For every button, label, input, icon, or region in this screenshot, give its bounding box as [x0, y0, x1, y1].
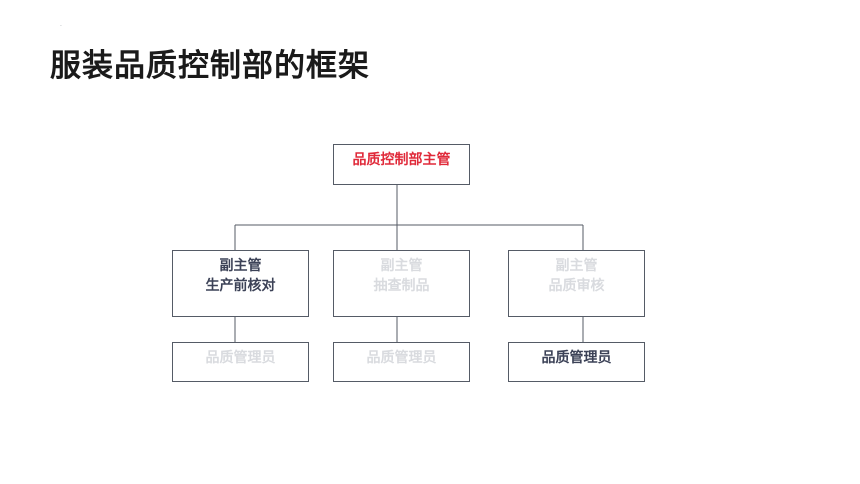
org-node-manager-3: 品质管理员 — [508, 342, 645, 382]
org-node-deputy-2: 副主管 抽查制品 — [333, 250, 470, 317]
page-title: 服装品质控制部的框架 — [50, 48, 370, 84]
corner-mark: . — [60, 21, 62, 28]
org-node-deputy-3-role: 品质审核 — [548, 278, 605, 294]
org-node-deputy-2-title: 副主管 — [380, 258, 423, 274]
org-node-deputy-1-title: 副主管 — [219, 258, 262, 274]
org-node-manager-3-label: 品质管理员 — [541, 350, 612, 366]
org-node-deputy-3: 副主管 品质审核 — [508, 250, 645, 317]
org-node-manager-2: 品质管理员 — [333, 342, 470, 382]
org-node-root-label: 品质控制部主管 — [352, 152, 451, 168]
org-node-deputy-3-title: 副主管 — [555, 258, 598, 274]
org-node-manager-1-label: 品质管理员 — [205, 350, 276, 366]
org-node-deputy-1: 副主管 生产前核对 — [172, 250, 309, 317]
org-node-deputy-1-role: 生产前核对 — [205, 278, 276, 294]
org-node-manager-2-label: 品质管理员 — [366, 350, 437, 366]
org-node-manager-1: 品质管理员 — [172, 342, 309, 382]
org-node-root: 品质控制部主管 — [333, 144, 470, 185]
org-node-deputy-2-role: 抽查制品 — [373, 278, 430, 294]
